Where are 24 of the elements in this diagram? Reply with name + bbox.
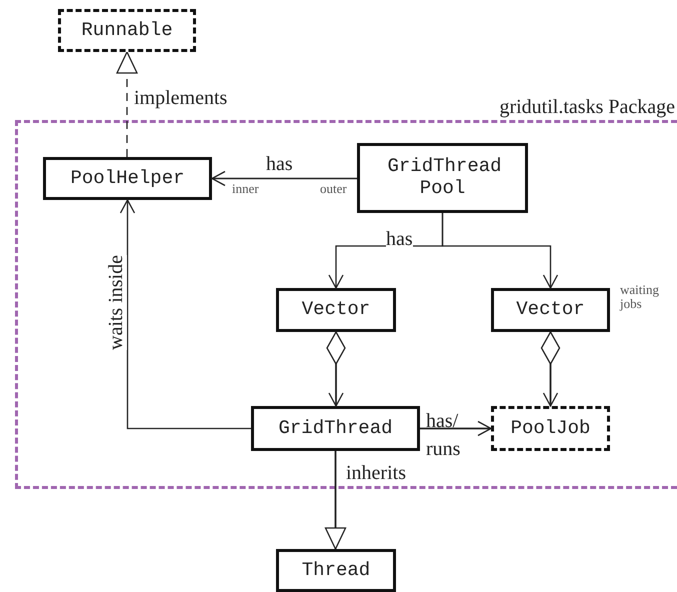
edge-label: has/ runs (426, 409, 462, 462)
class-box: PoolHelper (43, 157, 212, 200)
interface-box: Runnable (58, 9, 196, 52)
edge-label: has (386, 228, 413, 250)
class-box: Thread (276, 549, 396, 592)
arrow (326, 331, 346, 407)
edge-label: implements (134, 87, 228, 109)
class-box: GridThread (251, 406, 420, 451)
node-note: waiting jobs (620, 283, 660, 312)
inheritance-arrow (324, 451, 346, 550)
package-title: gridutil.tasks Package (499, 96, 675, 119)
arrow (420, 420, 492, 436)
role-label: outer (320, 182, 347, 196)
arrow (211, 170, 357, 186)
arrow (120, 199, 251, 430)
role-label: inner (232, 182, 259, 196)
class-box: GridThread Pool (357, 143, 528, 213)
edge-label: waits inside (105, 255, 127, 350)
class-box: Vector (491, 288, 610, 332)
class-box: Vector (276, 288, 396, 332)
arrow (540, 331, 560, 407)
arrow (442, 213, 558, 289)
inheritance-arrow (116, 51, 138, 157)
interface-box: PoolJob (491, 406, 610, 451)
